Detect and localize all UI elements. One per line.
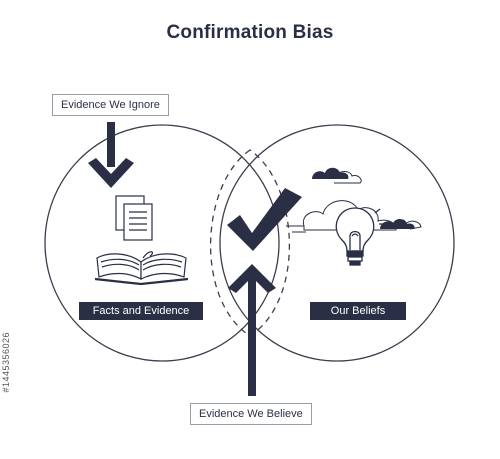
- stock-id-text: #1445356026: [1, 332, 11, 393]
- checkmark-icon: [227, 188, 302, 251]
- documents-icon: [115, 195, 153, 241]
- lightbulb-icon: [335, 207, 384, 266]
- diagram-title: Confirmation Bias: [166, 22, 334, 43]
- evidence-believe-label: Evidence We Believe: [190, 403, 312, 425]
- evidence-ignore-label: Evidence We Ignore: [52, 94, 169, 116]
- cloud-icon: [312, 167, 362, 184]
- facts-evidence-label: Facts and Evidence: [79, 302, 203, 320]
- left-circle: [44, 124, 280, 362]
- right-circle: [219, 124, 455, 362]
- our-beliefs-label: Our Beliefs: [310, 302, 406, 320]
- up-arrow-icon: [228, 264, 276, 396]
- down-arrow-icon: [88, 122, 134, 188]
- open-book-icon: [94, 251, 189, 286]
- cloud-icon: [380, 218, 422, 230]
